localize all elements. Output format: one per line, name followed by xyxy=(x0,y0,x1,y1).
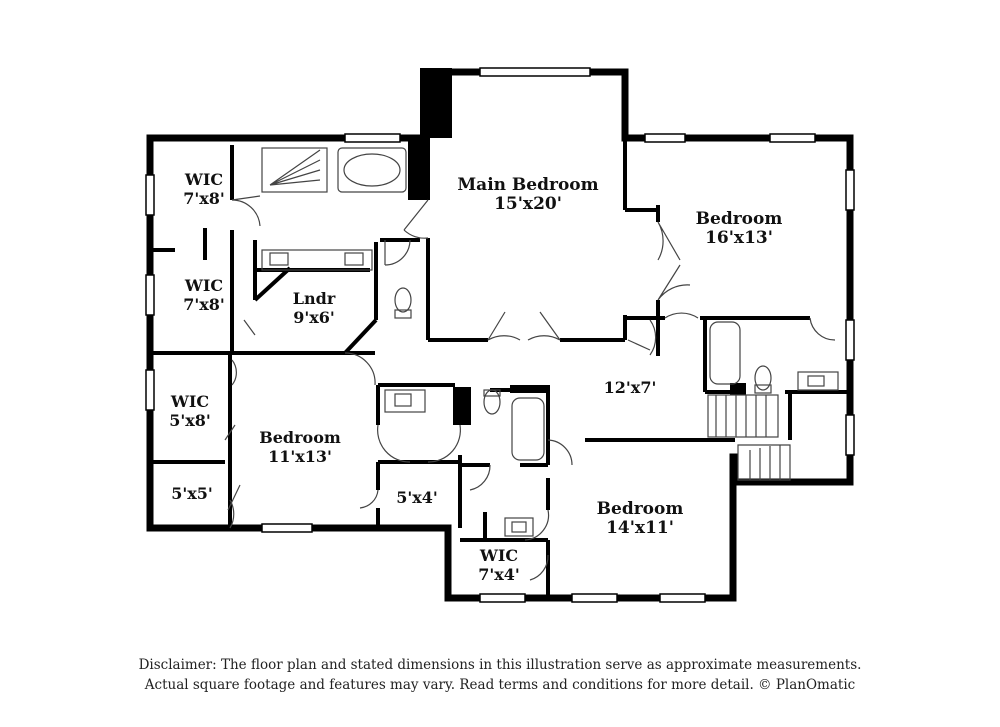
room-name: Bedroom xyxy=(596,499,684,519)
windows xyxy=(145,67,855,603)
room-dimensions: 16'x13' xyxy=(705,228,773,248)
room-name: WIC xyxy=(479,546,519,565)
room-name: WIC xyxy=(184,170,224,189)
room-name: Lndr xyxy=(292,289,336,308)
room-dimensions: 15'x20' xyxy=(494,194,562,214)
room-label-bedroom-sw: Bedroom 11'x13' xyxy=(259,428,341,466)
room-label-laundry: Lndr 9'x6' xyxy=(293,289,336,327)
disclaimer-line-1: Disclaimer: The floor plan and stated di… xyxy=(138,657,862,673)
room-label-closet-5x5: 5'x5' xyxy=(171,484,213,503)
room-name: WIC xyxy=(184,276,224,295)
room-dimensions: 14'x11' xyxy=(606,518,674,538)
room-label-wic-mid: WIC 7'x8' xyxy=(183,276,225,314)
room-dimensions: 5'x5' xyxy=(171,484,213,503)
room-name: Bedroom xyxy=(259,428,341,447)
room-label-wic-top: WIC 7'x8' xyxy=(183,170,225,208)
room-name: WIC xyxy=(170,392,210,411)
room-dimensions: 5'x8' xyxy=(169,411,211,430)
room-label-closet-5x4: 5'x4' xyxy=(396,488,438,507)
room-name: Bedroom xyxy=(695,209,783,229)
room-name: Main Bedroom xyxy=(457,175,599,195)
disclaimer: Disclaimer: The floor plan and stated di… xyxy=(0,655,1000,695)
room-dimensions: 7'x8' xyxy=(183,189,225,208)
room-dimensions: 7'x8' xyxy=(183,295,225,314)
doors xyxy=(224,195,836,581)
room-dimensions: 9'x6' xyxy=(293,308,335,327)
room-dimensions: 7'x4' xyxy=(478,565,520,584)
room-label-wic-bottom: WIC 7'x4' xyxy=(478,546,520,584)
room-dimensions: 12'x7' xyxy=(603,378,657,397)
room-label-main-bedroom: Main Bedroom 15'x20' xyxy=(457,176,598,214)
room-dimensions: 5'x4' xyxy=(396,488,438,507)
room-label-bedroom-se: Bedroom 14'x11' xyxy=(597,500,684,538)
wall-blocks xyxy=(408,68,746,425)
room-label-bedroom-ne: Bedroom 16'x13' xyxy=(696,210,783,248)
stairs xyxy=(707,394,791,481)
disclaimer-line-2: Actual square footage and features may v… xyxy=(144,677,856,693)
floor-plan xyxy=(145,67,855,603)
room-label-hall: 12'x7' xyxy=(604,378,657,397)
room-label-wic-left: WIC 5'x8' xyxy=(169,392,211,430)
fixtures xyxy=(261,147,839,537)
room-dimensions: 11'x13' xyxy=(268,447,332,466)
